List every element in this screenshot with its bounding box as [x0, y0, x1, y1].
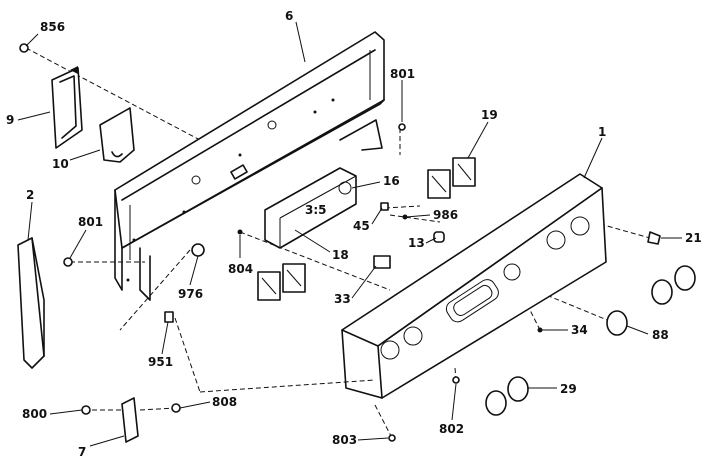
label-2: 2	[26, 188, 34, 202]
label-801-lower: 801	[78, 215, 103, 229]
label-18: 18	[332, 248, 349, 262]
label-986: 986	[433, 208, 458, 222]
clip-45	[380, 202, 389, 211]
label-10: 10	[52, 157, 69, 171]
display-readout: 3:5	[305, 203, 327, 217]
screw-801-lower	[63, 257, 73, 267]
bracket-7	[121, 397, 139, 443]
display-module: 3:5	[264, 167, 357, 249]
label-7: 7	[78, 445, 86, 459]
screw-803	[388, 434, 396, 442]
screw-802	[452, 376, 460, 384]
connector-33	[373, 255, 391, 269]
label-6: 6	[285, 9, 293, 23]
label-800: 800	[22, 407, 47, 421]
label-21: 21	[685, 231, 702, 245]
label-1: 1	[598, 125, 606, 139]
part-labels: 856 6 801 9 10 19 1 16 2 801 45 986 18 1…	[6, 9, 702, 459]
small-hardware	[19, 43, 661, 443]
label-29: 29	[560, 382, 577, 396]
label-802: 802	[439, 422, 464, 436]
side-end-cap	[17, 237, 45, 369]
label-976: 976	[178, 287, 203, 301]
label-808: 808	[212, 395, 237, 409]
grommet-976	[191, 243, 205, 257]
bushing-13	[433, 231, 445, 243]
switch-pair-lower	[257, 263, 306, 301]
screw-34	[537, 327, 543, 333]
label-33: 33	[334, 292, 351, 306]
label-856: 856	[40, 20, 65, 34]
label-34: 34	[571, 323, 588, 337]
switch-pair-upper	[427, 157, 476, 199]
label-951: 951	[148, 355, 173, 369]
label-16: 16	[383, 174, 400, 188]
screw-808	[171, 403, 181, 413]
label-9: 9	[6, 113, 14, 127]
front-control-panel	[341, 173, 607, 399]
leader-lines	[17, 21, 682, 447]
rear-panel-channel	[114, 31, 385, 301]
label-45: 45	[353, 219, 370, 233]
screw-801-upper	[398, 123, 406, 131]
label-13: 13	[408, 236, 425, 250]
bracket-10	[99, 107, 135, 163]
clip-21	[647, 231, 661, 245]
label-19: 19	[481, 108, 498, 122]
clip-951	[164, 311, 174, 323]
label-88: 88	[652, 328, 669, 342]
label-801-upper: 801	[390, 67, 415, 81]
screw-800	[81, 405, 91, 415]
screw-986	[402, 214, 408, 220]
label-804: 804	[228, 262, 253, 276]
label-803: 803	[332, 433, 357, 447]
knob-set	[485, 265, 696, 416]
side-bracket-left	[51, 66, 83, 149]
screw-804	[237, 229, 243, 235]
